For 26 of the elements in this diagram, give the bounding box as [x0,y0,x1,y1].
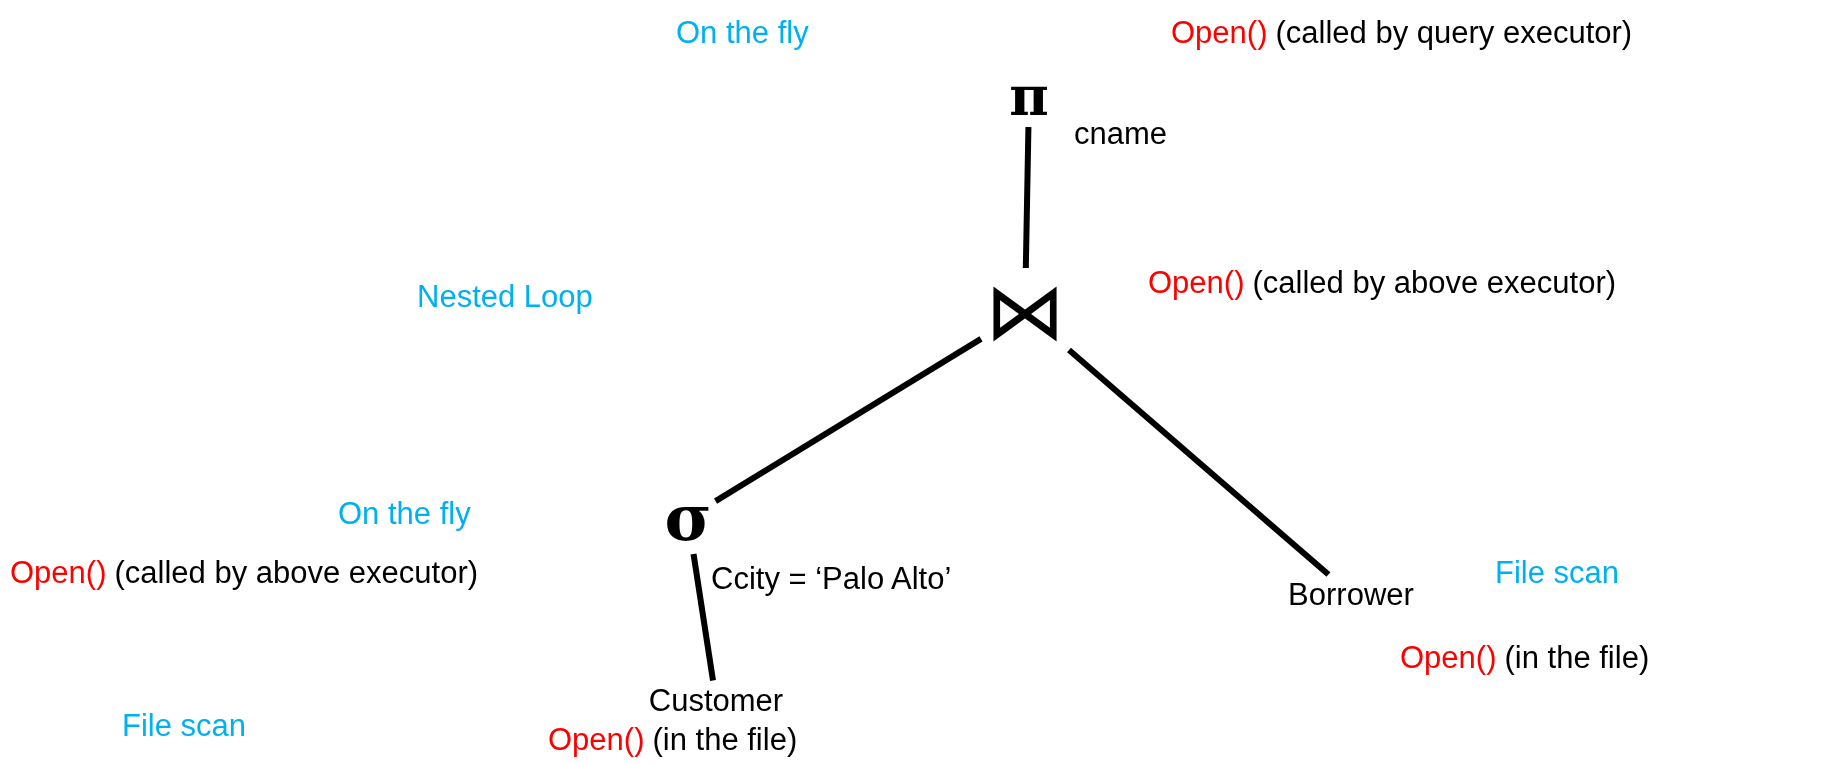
function-call: Open() [10,555,107,591]
call-note: (in the file) [1504,640,1650,676]
algorithm-note: File scan [1495,555,1620,591]
function-call: Open() [1400,640,1497,676]
tree-edge [714,336,983,504]
projection-symbol: π [1009,69,1049,123]
algorithm-note: File scan [122,708,247,744]
algorithm-note: Nested Loop [417,279,593,315]
call-note: (called by above executor) [1252,265,1617,301]
call-note: (in the file) [652,722,798,758]
join-symbol: ⋈ [985,272,1065,352]
tree-edge [690,553,716,681]
operator-condition: cname [1074,116,1168,152]
function-call: Open() [1148,265,1245,301]
relation-name: Borrower [1288,578,1414,610]
algorithm-note: On the fly [338,496,471,532]
relation-name: Customer [648,684,784,716]
function-call: Open() [1171,15,1268,51]
tree-edge [1022,126,1032,269]
algorithm-note: On the fly [676,15,809,51]
call-note: (called by above executor) [114,555,479,591]
operator-condition: Ccity = ‘Palo Alto’ [711,561,952,597]
call-note: (called by query executor) [1275,15,1633,51]
tree-edge [1067,347,1331,577]
function-call: Open() [548,722,645,758]
selection-symbol: σ [664,486,712,550]
